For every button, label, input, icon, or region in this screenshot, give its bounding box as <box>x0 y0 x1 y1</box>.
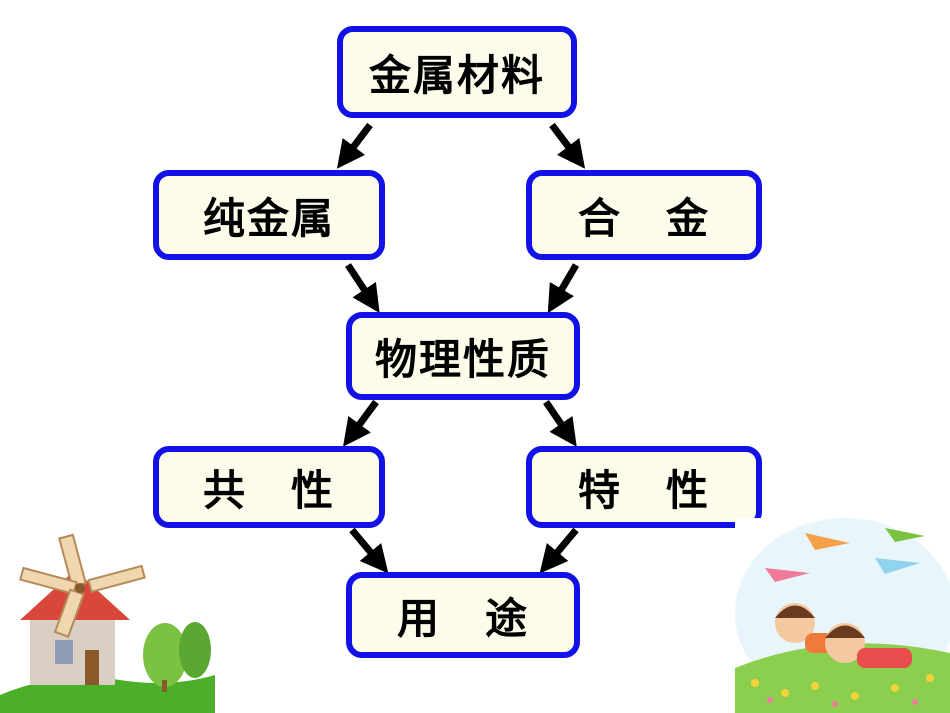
arrow-materials-to-alloy <box>549 122 586 169</box>
node-special-properties: 特 性 <box>526 446 762 528</box>
arrow-special-to-uses <box>539 527 579 574</box>
arrow-physical-to-common <box>343 399 379 447</box>
node-alloy: 合 金 <box>526 170 762 260</box>
kids-paper-planes-illustration <box>735 518 950 713</box>
node-metal-materials: 金属材料 <box>337 26 577 118</box>
arrow-materials-to-pure <box>336 122 373 169</box>
node-common-properties: 共 性 <box>153 446 385 528</box>
arrow-physical-to-special <box>543 400 577 447</box>
node-pure-metal: 纯金属 <box>153 170 385 260</box>
arrow-alloy-to-physical <box>547 263 580 314</box>
arrow-pure-to-physical <box>345 263 380 314</box>
arrow-common-to-uses <box>349 527 389 574</box>
node-physical-properties: 物理性质 <box>346 312 580 400</box>
windmill-house-illustration <box>0 530 215 713</box>
node-uses: 用 途 <box>346 572 580 658</box>
